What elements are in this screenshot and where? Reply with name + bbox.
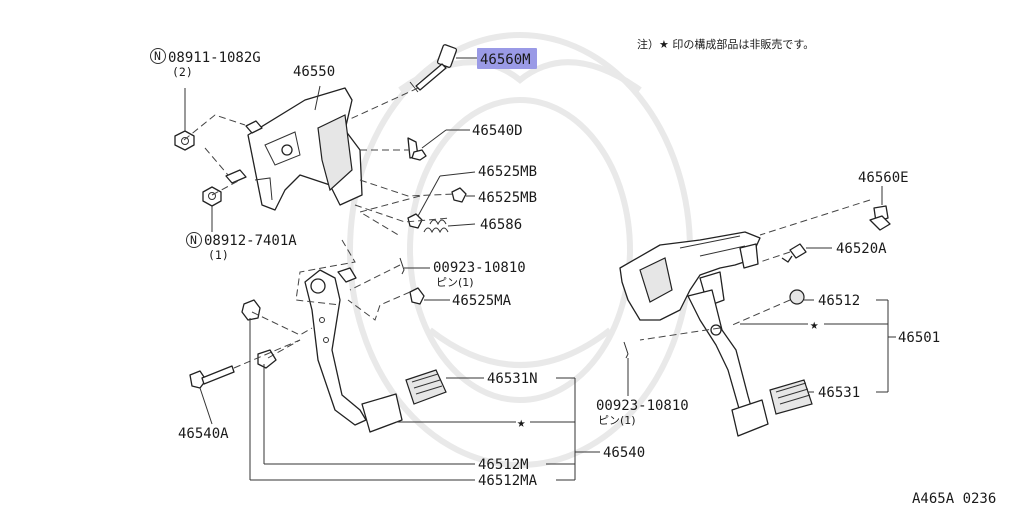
stud-upper (245, 120, 263, 134)
label-46531N: 46531N (487, 371, 538, 387)
bushing-46525MB-lower (407, 213, 423, 229)
spring-46586 (423, 219, 449, 234)
pin-clip-left (399, 257, 405, 275)
bolt-46520A (781, 243, 807, 263)
label-46512M: 46512M (478, 457, 529, 473)
label-pin-a: 00923-10810 (433, 260, 526, 276)
n-mark-08911-letter: N (154, 49, 161, 63)
pin-clip-right (623, 341, 629, 359)
leader-lines-left (184, 57, 600, 481)
label-46560M: 46560M (480, 52, 531, 68)
leader-lines-right (627, 186, 896, 396)
pedal-pad-46531N (361, 369, 447, 433)
label-46525MB-a: 46525MB (478, 164, 537, 180)
label-46525MA: 46525MA (452, 293, 512, 309)
note-text: 注）★ 印の構成部品は非販売です。 (637, 37, 814, 51)
label-pin-b: 00923-10810 (596, 398, 689, 414)
label-46540: 46540 (603, 445, 645, 461)
label-46512: 46512 (818, 293, 860, 309)
highlight-46560M (477, 48, 537, 69)
stopper-46512 (789, 289, 805, 305)
dashed-lines-right (639, 199, 871, 341)
bolt-46560E (869, 205, 891, 231)
label-08912-qty: (1) (208, 248, 229, 262)
bolt-46540D (407, 137, 427, 161)
label-46501: 46501 (898, 330, 940, 346)
stopper-46512M (241, 299, 277, 369)
label-08912: 08912-7401A (204, 233, 297, 249)
label-46550: 46550 (293, 64, 335, 80)
pedal-arm-46540 (304, 267, 367, 426)
pedal-arm-46501 (687, 289, 753, 413)
label-46512MA: 46512MA (478, 473, 538, 489)
star-left: ★ (517, 415, 526, 431)
label-46586: 46586 (480, 217, 522, 233)
bushing-46525MB-upper (451, 187, 467, 203)
clip-46525MA (409, 287, 425, 305)
stud-lower (225, 169, 247, 184)
star-right: ★ (810, 317, 819, 333)
label-46540D: 46540D (472, 123, 523, 139)
label-pin-a-qty: ピン(1) (436, 276, 474, 289)
dashed-lines-left (183, 87, 456, 369)
bolt-46560M (409, 44, 458, 93)
bolt-46540A (189, 365, 235, 389)
label-08911: 08911-1082G (168, 50, 261, 66)
label-46525MB-b: 46525MB (478, 190, 537, 206)
bracket-46550 (247, 87, 363, 211)
nut-08911 (174, 130, 195, 151)
bracket-46501 (619, 231, 761, 321)
n-mark-08912-letter: N (190, 233, 197, 247)
label-46560E: 46560E (858, 170, 909, 186)
pedal-pad-46531 (731, 379, 813, 437)
n-mark-08911: N (150, 48, 166, 64)
nut-08912 (202, 186, 222, 207)
label-08911-qty: (2) (172, 65, 193, 79)
label-46520A: 46520A (836, 241, 887, 257)
label-46540A: 46540A (178, 426, 229, 442)
n-mark-08912: N (186, 232, 202, 248)
label-pin-b-qty: ピン(1) (598, 414, 636, 427)
figure-code: A465A 0236 (912, 491, 996, 507)
label-46531: 46531 (818, 385, 860, 401)
